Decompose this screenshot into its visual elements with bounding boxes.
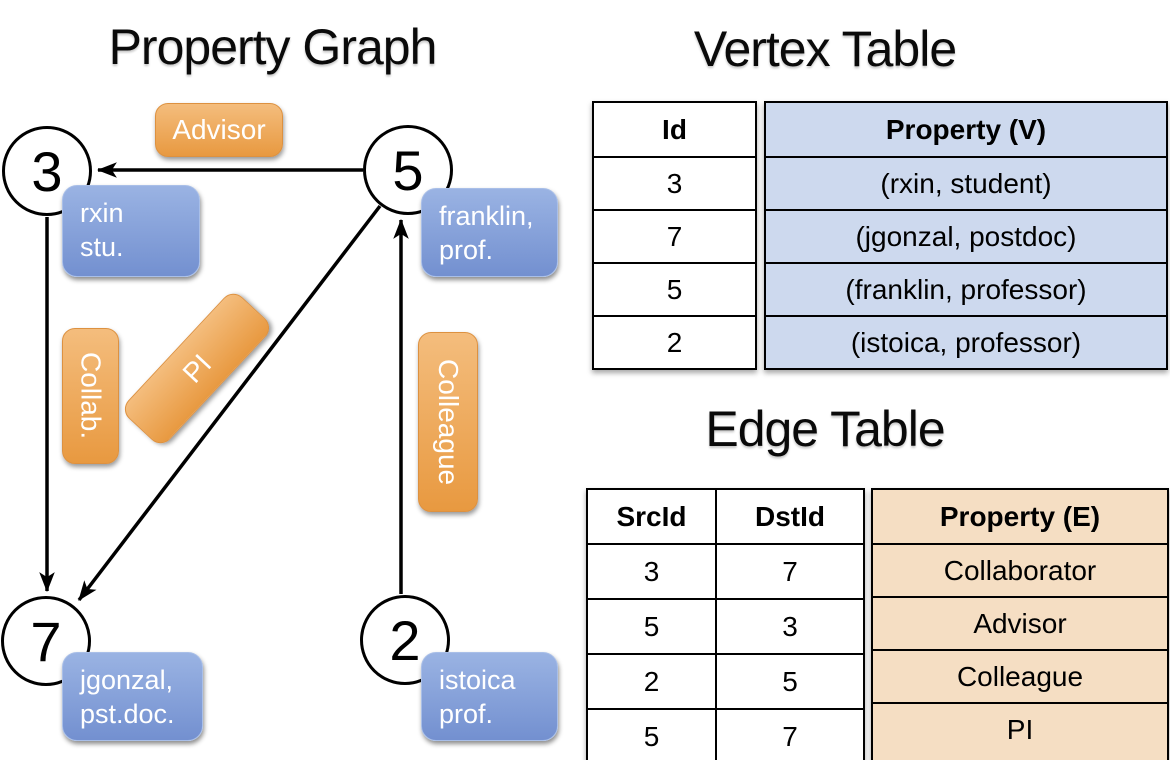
table-cell: 5 [594,262,755,315]
edge-table: SrcId DstId 3 7 5 3 2 5 5 7 Property (E)… [586,488,1169,760]
table-row: 5 7 [588,708,863,760]
column-header-property-v: Property (V) [885,113,1047,145]
edge-arrow-5-to-7 [77,204,382,602]
vertex-property-box-istoica: istoica prof. [421,652,558,741]
node-id-label: 5 [392,138,424,202]
graph-node-2: 2 [360,595,450,685]
vertex-table-title: Vertex Table [693,21,957,77]
table-cell: (jgonzal, postdoc) [766,209,1166,262]
edge-table-property-column: Property (E) Collaborator Advisor Collea… [871,488,1169,760]
vertex-property-line: franklin, [439,201,534,231]
vertex-property-line: istoica [439,665,516,695]
table-cell: 2 [594,315,755,368]
table-cell: Advisor [873,596,1167,649]
table-cell: (istoica, professor) [766,315,1166,368]
edge-table-ids-columns: SrcId DstId 3 7 5 3 2 5 5 7 [586,488,865,760]
table-cell: 5 [715,655,863,708]
property-graph-title: Property Graph [108,19,438,75]
edge-label-advisor: Advisor [155,103,283,157]
vertex-property-line: prof. [439,235,494,265]
node-id-label: 2 [389,608,421,672]
column-header-property-e: Property (E) [939,500,1101,532]
column-header-srcid: SrcId [616,500,687,532]
column-header-id: Id [662,113,687,145]
column-header-dstid: DstId [715,490,863,543]
vertex-table-id-column: Id 3 7 5 2 [592,101,757,370]
vertex-property-line: pst.doc. [80,699,175,729]
table-cell: 2 [643,665,660,697]
table-row: 3 7 [588,543,863,598]
table-cell: 7 [594,209,755,262]
vertex-property-line: rxin [80,198,124,228]
table-row: 5 3 [588,598,863,653]
table-cell: 7 [715,545,863,598]
vertex-property-line: prof. [439,699,494,729]
vertex-table: Id 3 7 5 2 Property (V) (rxin, student) … [592,101,1168,370]
table-cell: (franklin, professor) [766,262,1166,315]
edge-label-collab: Collab. [62,328,119,464]
edge-label-colleague: Colleague [418,332,478,512]
table-cell: PI [873,702,1167,755]
table-cell: Collaborator [873,543,1167,596]
table-cell: Colleague [873,649,1167,702]
table-cell: 7 [715,710,863,760]
graph-node-5: 5 [363,125,453,215]
node-id-label: 7 [30,609,62,673]
vertex-table-property-column: Property (V) (rxin, student) (jgonzal, p… [764,101,1168,370]
edge-table-title: Edge Table [705,401,945,457]
table-cell: 3 [643,555,660,587]
table-row: 2 5 [588,653,863,708]
table-cell: 3 [594,156,755,209]
vertex-property-box-franklin: franklin, prof. [421,188,558,277]
table-cell: 5 [643,720,660,752]
table-cell: 5 [643,610,660,642]
table-cell: 3 [715,600,863,653]
graph-edges-canvas [39,162,409,602]
vertex-property-box-jgonzal: jgonzal, pst.doc. [62,652,203,741]
table-row: SrcId DstId [588,490,863,543]
vertex-property-line: stu. [80,232,124,262]
vertex-property-box-rxin: rxin stu. [62,185,200,277]
node-id-label: 3 [31,139,63,203]
vertex-property-line: jgonzal, [80,665,174,695]
table-cell: (rxin, student) [766,156,1166,209]
